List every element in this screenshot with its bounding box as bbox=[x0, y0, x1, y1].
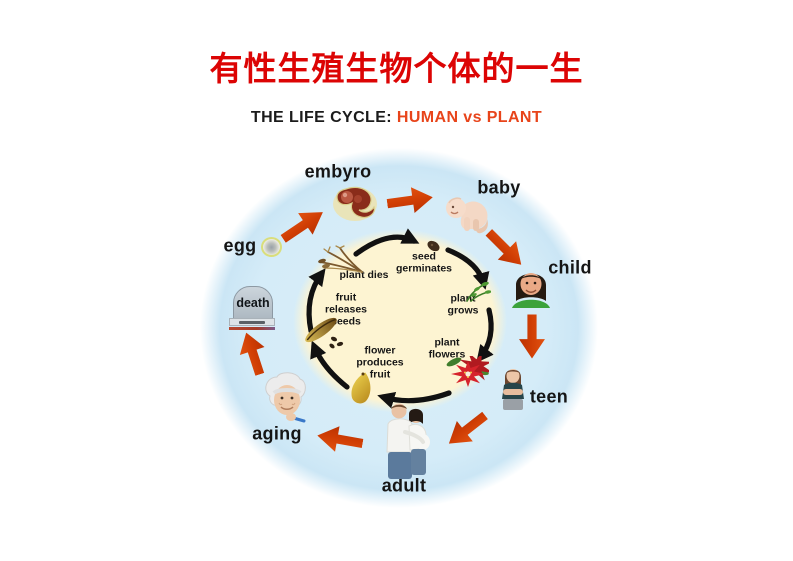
arrow-flowers-to-fruit bbox=[377, 390, 452, 409]
label-teen: teen bbox=[529, 386, 569, 407]
adult-image bbox=[386, 403, 430, 479]
plant-flowers-image bbox=[446, 356, 489, 387]
arrow-fruit-to-seeds bbox=[310, 340, 350, 390]
tombstone-stone: death bbox=[233, 286, 273, 319]
label-embryo: embyro bbox=[304, 161, 372, 182]
plant-grows-image bbox=[466, 281, 491, 302]
plant-dies-image bbox=[318, 245, 363, 273]
label-fruit-releases-seeds: fruit releases seeds bbox=[324, 291, 368, 327]
label-aging: aging bbox=[252, 423, 302, 444]
tombstone-strip bbox=[229, 327, 275, 330]
label-plant-flowers: plant flowers bbox=[428, 336, 466, 360]
embryo-image bbox=[333, 186, 377, 221]
arrow-seeds-to-plantdies bbox=[306, 268, 326, 334]
child-image bbox=[512, 273, 550, 308]
label-adult: adult bbox=[381, 475, 427, 496]
page-title: 有性生殖生物个体的一生 bbox=[209, 50, 584, 87]
egg-image bbox=[261, 237, 282, 257]
arrow-seed-to-grows bbox=[445, 247, 490, 290]
label-child: child bbox=[548, 257, 592, 278]
flower-produces-fruit-image bbox=[351, 372, 371, 404]
aging-image bbox=[265, 372, 306, 423]
fruit-releases-seeds-image bbox=[305, 317, 344, 349]
arrow-grows-to-flowers bbox=[476, 307, 494, 363]
death-tombstone-image: death bbox=[229, 286, 275, 332]
label-egg: egg bbox=[223, 235, 257, 256]
label-death: death bbox=[236, 295, 270, 310]
teen-image bbox=[502, 369, 524, 410]
label-flower-produces-fruit: flower produces fruit bbox=[356, 344, 404, 380]
arrow-plantdies-to-seed bbox=[353, 228, 420, 257]
label-seed-germinates: seed germinates bbox=[395, 250, 453, 274]
seed-image bbox=[427, 240, 440, 252]
diagram-title-prefix: THE LIFE CYCLE: bbox=[250, 109, 393, 126]
diagram-title-accent: HUMAN vs PLANT bbox=[396, 109, 543, 126]
label-plant-dies: plant dies bbox=[339, 269, 389, 282]
diagram-title: THE LIFE CYCLE: HUMAN vs PLANT bbox=[0, 109, 793, 127]
baby-image bbox=[446, 197, 488, 234]
label-plant-grows: plant grows bbox=[447, 292, 479, 316]
label-baby: baby bbox=[477, 177, 521, 198]
tombstone-base bbox=[229, 318, 275, 326]
